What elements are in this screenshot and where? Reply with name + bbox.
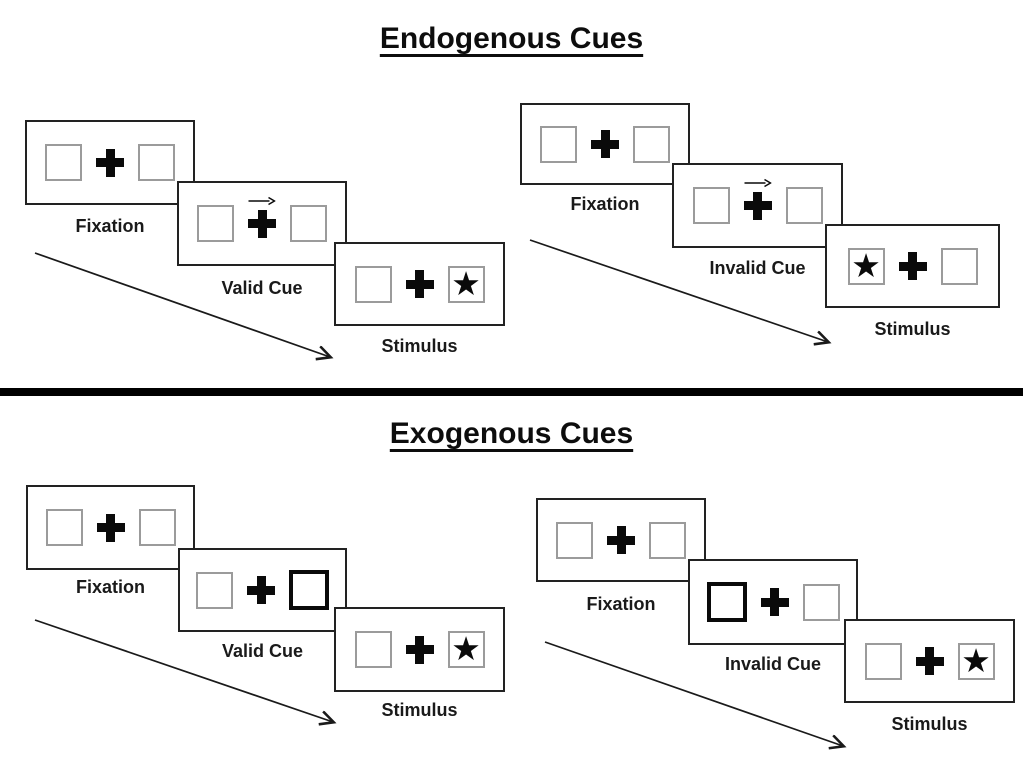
fixation-cross-icon xyxy=(405,270,434,298)
fixation-cross-icon xyxy=(248,196,276,238)
right-box xyxy=(802,583,840,621)
timeline-arrow-icon xyxy=(34,252,330,357)
right-box xyxy=(138,509,176,546)
panel-label: Fixation xyxy=(586,594,656,614)
fixation-cross-icon xyxy=(96,513,125,542)
right-box xyxy=(785,187,823,224)
star-box: ★ xyxy=(847,245,885,285)
left-box xyxy=(196,571,233,609)
panel-label: Stimulus xyxy=(381,700,458,720)
cue-highlight-box xyxy=(706,582,747,622)
panel-label: Fixation xyxy=(75,216,145,236)
panel-stimulus: ★ xyxy=(844,619,1015,703)
cue-highlight-box xyxy=(289,570,329,610)
panel-fixation xyxy=(536,498,706,582)
right-arrow-icon xyxy=(248,196,276,206)
panel-fixation xyxy=(26,485,195,570)
section-title-text: Exogenous Cues xyxy=(389,417,634,450)
section-title-text: Endogenous Cues xyxy=(379,22,644,55)
left-box xyxy=(354,631,392,668)
panel-stimulus: ★ xyxy=(334,607,505,692)
left-box xyxy=(45,509,83,546)
panel-label: Stimulus xyxy=(874,319,951,339)
panel-fixation xyxy=(520,103,690,185)
star-box: ★ xyxy=(957,640,995,680)
panel-label: Valid Cue xyxy=(221,641,304,661)
fixation-cross-icon xyxy=(607,526,635,554)
fixation-cross-icon xyxy=(96,148,124,177)
right-box xyxy=(649,521,686,559)
panel-invalid-cue xyxy=(688,559,858,645)
fixation-cross-icon xyxy=(898,252,927,280)
section-divider xyxy=(0,388,1023,396)
left-box xyxy=(354,265,392,303)
timeline-arrow-icon xyxy=(529,239,828,342)
right-box xyxy=(138,144,175,181)
panel-stimulus: ★ xyxy=(334,242,505,326)
star-box: ★ xyxy=(447,629,485,668)
panel-label: Invalid Cue xyxy=(709,258,806,278)
right-box xyxy=(633,125,670,163)
left-box xyxy=(45,144,82,181)
star-icon: ★ xyxy=(451,629,481,668)
right-box xyxy=(940,247,978,285)
right-arrow-icon xyxy=(744,178,772,188)
fixation-cross-icon xyxy=(760,588,789,616)
left-box xyxy=(556,521,593,559)
panel-label: Stimulus xyxy=(891,714,968,734)
star-icon: ★ xyxy=(451,263,481,303)
left-box xyxy=(864,642,902,680)
fixation-cross-icon xyxy=(591,130,619,158)
panel-valid-cue xyxy=(177,181,347,266)
star-icon: ★ xyxy=(851,245,881,285)
section-title-endogenous: Endogenous Cues xyxy=(0,22,1023,56)
panel-stimulus: ★ xyxy=(825,224,1000,308)
panel-label: Stimulus xyxy=(381,336,458,356)
left-box xyxy=(540,125,577,163)
fixation-cross-icon xyxy=(247,576,275,604)
fixation-cross-icon xyxy=(915,647,944,675)
star-box: ★ xyxy=(447,263,485,303)
timeline-arrow-icon xyxy=(34,619,333,722)
panel-label: Valid Cue xyxy=(221,278,303,298)
panel-label: Fixation xyxy=(570,194,640,214)
right-box xyxy=(290,205,327,242)
panel-label: Invalid Cue xyxy=(724,654,822,674)
panel-valid-cue xyxy=(178,548,347,632)
fixation-cross-icon xyxy=(743,178,772,220)
section-title-exogenous: Exogenous Cues xyxy=(0,417,1023,451)
panel-fixation xyxy=(25,120,195,205)
left-box xyxy=(197,205,234,242)
panel-invalid-cue xyxy=(672,163,843,248)
left-box xyxy=(692,187,730,224)
panel-label: Fixation xyxy=(75,577,145,597)
star-icon: ★ xyxy=(961,640,991,680)
fixation-cross-icon xyxy=(405,635,434,664)
